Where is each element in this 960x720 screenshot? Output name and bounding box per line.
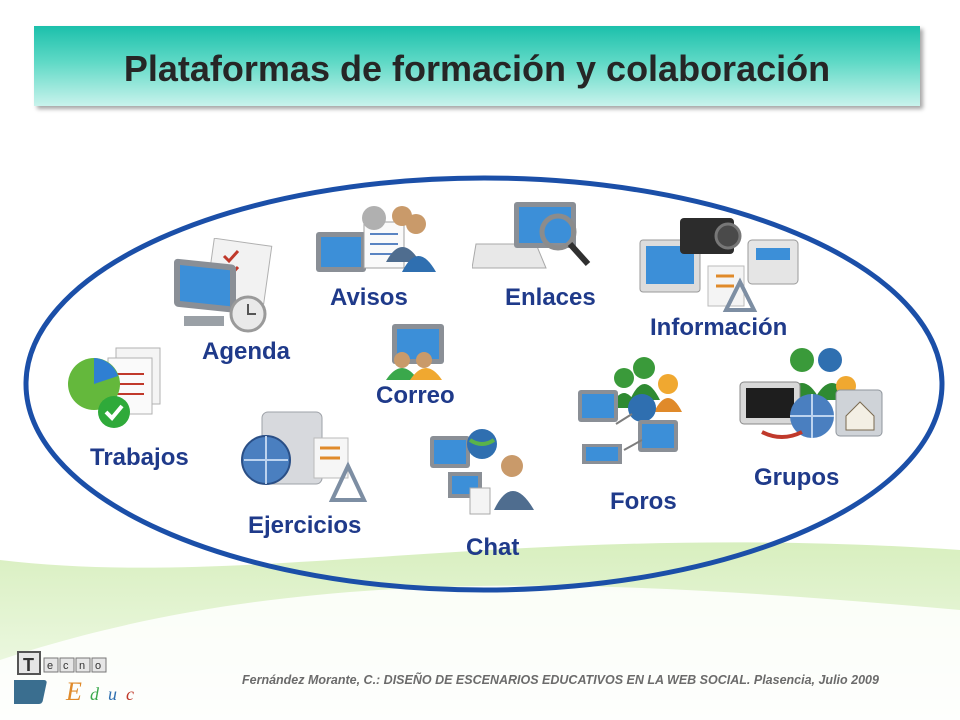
footer-citation: Fernández Morante, C.: DISEÑO DE ESCENAR… (242, 673, 879, 687)
label-enlaces: Enlaces (505, 284, 596, 311)
correo-icon (386, 324, 444, 380)
trabajos-icon (68, 347, 161, 428)
page-title: Plataformas de formación y colaboración (123, 48, 831, 89)
foros-icon (578, 357, 682, 464)
svg-text:c: c (126, 684, 134, 704)
ejercicios-icon (241, 411, 368, 502)
label-chat: Chat (466, 534, 520, 561)
grupos-icon (739, 348, 883, 439)
label-trabajos: Trabajos (90, 444, 189, 471)
chat-icon (430, 429, 534, 515)
svg-text:E: E (65, 677, 82, 706)
svg-text:n: n (79, 660, 85, 672)
label-grupos: Grupos (754, 464, 840, 491)
avisos-icon (316, 206, 436, 272)
label-avisos: Avisos (330, 284, 408, 311)
label-foros: Foros (610, 488, 677, 515)
svg-text:u: u (108, 684, 117, 704)
label-correo: Correo (376, 382, 455, 409)
title-banner: Plataformas de formación y colaboración (34, 26, 920, 106)
label-ejercicios: Ejercicios (248, 512, 362, 539)
label-agenda: Agenda (202, 338, 291, 365)
svg-text:o: o (95, 660, 101, 672)
tecnoeduc-logo-graphic: T e c n o E d u c (6, 651, 134, 706)
svg-text:T: T (23, 655, 34, 675)
svg-text:c: c (63, 660, 69, 672)
agenda-icon (174, 238, 273, 333)
svg-text:d: d (90, 684, 100, 704)
tecnoeduc-logo: T e c n o E d u c (6, 648, 154, 710)
label-informacion: Información (650, 314, 788, 341)
informacion-icon (639, 218, 799, 312)
enlaces-icon (472, 202, 591, 269)
svg-text:e: e (47, 660, 53, 672)
